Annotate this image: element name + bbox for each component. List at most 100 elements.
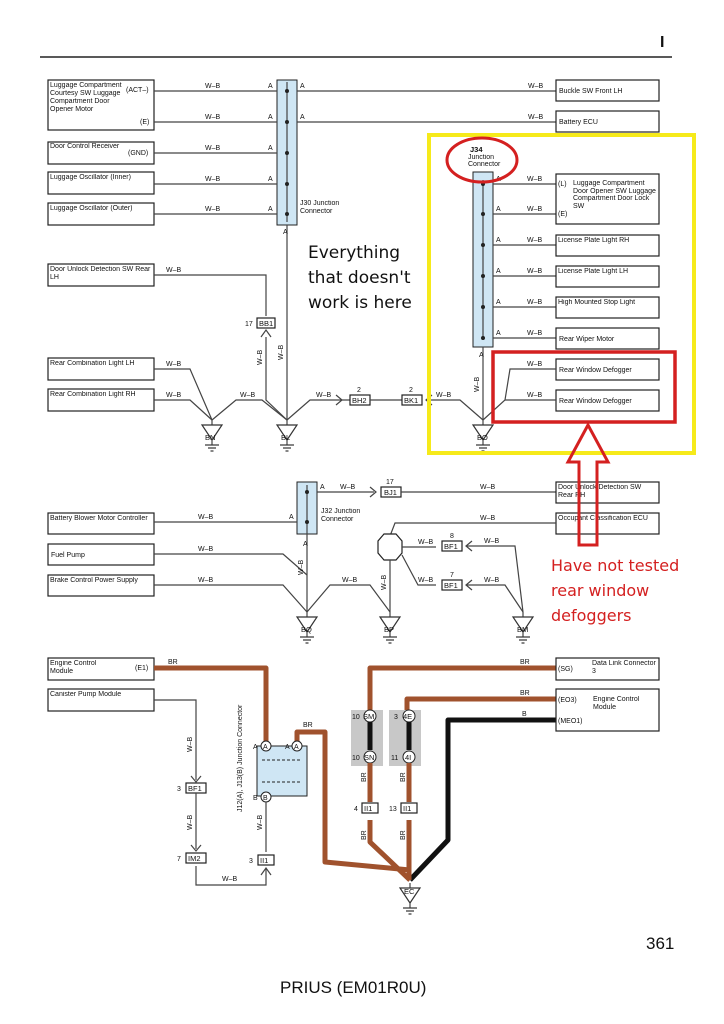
wb-label: W–B: [205, 83, 221, 90]
pin-a-label: A: [496, 206, 501, 213]
license-rh-box: [555, 234, 660, 257]
e1-pin-label: (E1): [135, 665, 148, 672]
high-mounted-label: High Mounted Stop Light: [558, 299, 636, 306]
wb-label: W–B: [240, 392, 256, 399]
page-marker: I: [660, 34, 665, 51]
license-rh-label: License Plate Light RH: [558, 237, 630, 244]
pin-a-label: A: [479, 352, 484, 359]
door-unlock-rear-rh-box: [555, 481, 660, 504]
br-label: BR: [520, 659, 530, 666]
bh2-label: BH2: [352, 396, 367, 405]
ii1-connector-4: [361, 802, 379, 814]
buckle-sw-box: [555, 79, 660, 102]
pin-a-label: A: [268, 176, 273, 183]
pin-13-label: 13: [389, 806, 397, 813]
br-label: BR: [520, 690, 530, 697]
rear-defogger-2-label: Rear Window Defogger: [559, 398, 632, 405]
wb-label: W–B: [480, 515, 496, 522]
j34-name-label: Junction Connector: [468, 154, 501, 168]
wb-label: W–B: [278, 345, 285, 361]
j34-red-circle: [445, 136, 519, 184]
yellow-highlight-box: [427, 133, 696, 455]
l-pin-label: (L): [558, 181, 567, 188]
wb-label: W–B: [198, 514, 214, 521]
wb-label: W–B: [527, 392, 543, 399]
wb-label: W–B: [480, 484, 496, 491]
sm-label: SM: [363, 712, 374, 721]
luggage-door-opener-box: [555, 173, 660, 225]
battery-blower-label: Battery Blower Motor Controller: [50, 515, 148, 522]
osc-inner-label: Luggage Oscillator (Inner): [50, 174, 131, 181]
pin-10-label: 10: [352, 755, 360, 762]
rear-combo-rh-label: Rear Combination Light RH: [50, 391, 136, 398]
wb-label: W–B: [342, 577, 358, 584]
b-label: B: [522, 711, 527, 718]
pin-2-label: 2: [357, 387, 361, 394]
ecm-right-box: [555, 688, 660, 732]
pin-7-label: 7: [450, 572, 454, 579]
pin-a-label: A: [496, 268, 501, 275]
door-unlock-rear-rh-label: Door Unlock Detection SW Rear RH: [558, 484, 642, 499]
wb-label: W–B: [527, 299, 543, 306]
j30-label: J30 Junction Connector: [300, 200, 340, 215]
rear-defogger-1-label: Rear Window Defogger: [559, 367, 632, 374]
wb-label: W–B: [527, 176, 543, 183]
j34-id-label: J34: [470, 145, 483, 154]
meo1-pin-label: (MEO1): [558, 718, 583, 725]
wb-label: W–B: [166, 392, 182, 399]
not-tested-annotation: Have not tested rear window defoggers: [551, 556, 680, 625]
luggage-compartment-box: [47, 79, 155, 131]
j12-label: J12(A), J13(B) Junction Connector: [237, 704, 244, 812]
brake-control-label: Brake Control Power Supply: [50, 577, 138, 584]
pin-a-label: A: [300, 83, 305, 90]
pin-a-label: A: [268, 145, 273, 152]
occupant-ecu-label: Occupant Classification ECU: [558, 515, 648, 522]
ground-bq-label: BQ: [301, 625, 312, 634]
wb-label: W–B: [418, 539, 434, 546]
ecm-right-label: Engine Control Module: [593, 696, 640, 711]
wb-label: W–B: [484, 577, 500, 584]
high-mounted-box: [555, 296, 660, 319]
osc-outer-label: Luggage Oscillator (Outer): [50, 205, 133, 212]
wb-label: W–B: [205, 114, 221, 121]
pin-b-label: B: [263, 795, 268, 802]
pin-a-label: A: [289, 514, 294, 521]
pin-8-label: 8: [450, 533, 454, 540]
license-lh-label: License Plate Light LH: [558, 268, 629, 275]
wb-label: W–B: [528, 83, 544, 90]
wb-label: W–B: [298, 560, 305, 576]
splice-octagon: [377, 533, 403, 561]
osc-inner-box: [47, 171, 155, 195]
ii1-connector-13: [400, 802, 418, 814]
fuel-pump-label: Fuel Pump: [51, 552, 85, 559]
ii1-label: II1: [364, 804, 372, 813]
pin-4-label: 4: [354, 806, 358, 813]
battery-ecu-label: Battery ECU: [559, 119, 598, 126]
wb-label: W–B: [222, 876, 238, 883]
br-wire-j13: [294, 729, 411, 873]
buckle-sw-label: Buckle SW Front LH: [559, 88, 622, 95]
ii1-connector-3: [257, 854, 275, 866]
bk1-connector: [401, 394, 423, 406]
wb-label: W–B: [484, 538, 500, 545]
j34-right-wires: [493, 183, 556, 339]
wb-label: W–B: [527, 268, 543, 275]
br-wire-sg: [367, 665, 556, 710]
pin-10-label: 10: [352, 714, 360, 721]
pin-2-label: 2: [409, 387, 413, 394]
wb-label: W–B: [316, 392, 332, 399]
model-footer: PRIUS (EM01R0U): [280, 978, 427, 997]
pin-a-label: A: [268, 206, 273, 213]
br-label: BR: [168, 659, 178, 666]
e-pin-right-label: (E): [558, 211, 567, 218]
pin-a-label: A: [283, 229, 288, 236]
pin-a-label: A: [294, 744, 299, 751]
license-lh-box: [555, 265, 660, 288]
pin-a-label: A: [496, 237, 501, 244]
pin-a-label: A: [268, 114, 273, 121]
wb-label: W–B: [436, 392, 452, 399]
j12-j13-connector: [256, 745, 308, 797]
br-label: BR: [303, 722, 313, 729]
pin-a-label: A: [253, 744, 258, 751]
